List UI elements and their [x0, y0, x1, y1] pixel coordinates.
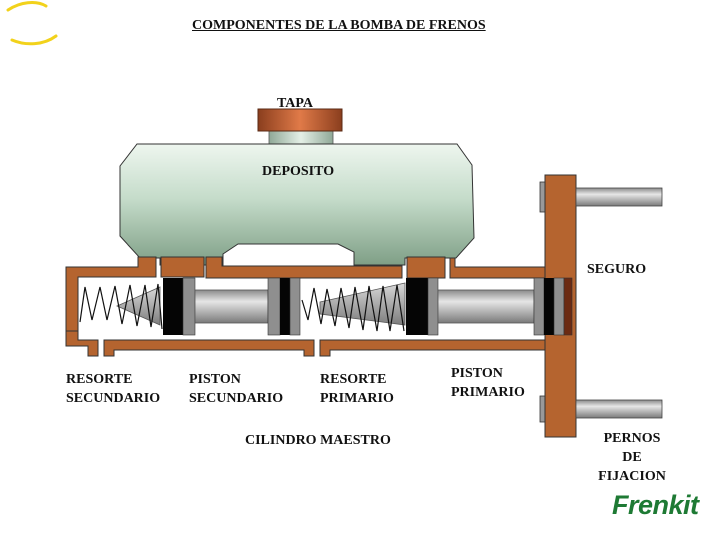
label-pernos-line3: FIJACION	[598, 469, 666, 484]
label-piston-secundario-line2: SECUNDARIO	[189, 391, 284, 406]
logo-swoosh-icon	[6, 1, 58, 46]
mounting-bolts	[575, 187, 663, 419]
bolt-lower	[575, 399, 663, 419]
label-resorte-primario-line1: RESORTE	[320, 372, 387, 387]
label-pernos-line1: PERNOS	[603, 431, 661, 446]
cap-top	[257, 108, 343, 132]
label-piston-primario-line2: PRIMARIO	[451, 385, 525, 400]
label-seguro: SEGURO	[587, 262, 647, 277]
cap	[257, 108, 343, 146]
label-deposito: DEPOSITO	[262, 164, 335, 179]
label-pernos-line2: DE	[622, 450, 642, 465]
primary-spring	[301, 282, 406, 332]
label-piston-primario-line1: PISTON	[451, 366, 503, 381]
diagram-title: COMPONENTES DE LA BOMBA DE FRENOS	[192, 18, 486, 33]
label-resorte-primario: RESORTE PRIMARIO	[320, 370, 394, 408]
label-piston-secundario-line1: PISTON	[189, 372, 241, 387]
label-tapa: TAPA	[277, 96, 314, 111]
label-cilindro-maestro: CILINDRO MAESTRO	[245, 433, 391, 448]
label-resorte-primario-line2: PRIMARIO	[320, 391, 394, 406]
label-piston-primario: PISTON PRIMARIO	[451, 364, 525, 402]
label-resorte-secundario-line2: SECUNDARIO	[66, 391, 161, 406]
label-pernos-de-fijacion: PERNOS DE FIJACION	[592, 429, 672, 486]
label-resorte-secundario: RESORTE SECUNDARIO	[66, 370, 160, 408]
label-resorte-secundario-line1: RESORTE	[66, 372, 133, 387]
bolt-upper	[575, 187, 663, 207]
cylinder-lower-wall	[65, 330, 546, 357]
secondary-piston	[163, 277, 301, 336]
primary-piston	[406, 277, 573, 336]
label-piston-secundario: PISTON SECUNDARIO	[189, 370, 283, 408]
frenkit-logo: Frenkit	[612, 490, 699, 520]
secondary-spring	[79, 283, 163, 330]
